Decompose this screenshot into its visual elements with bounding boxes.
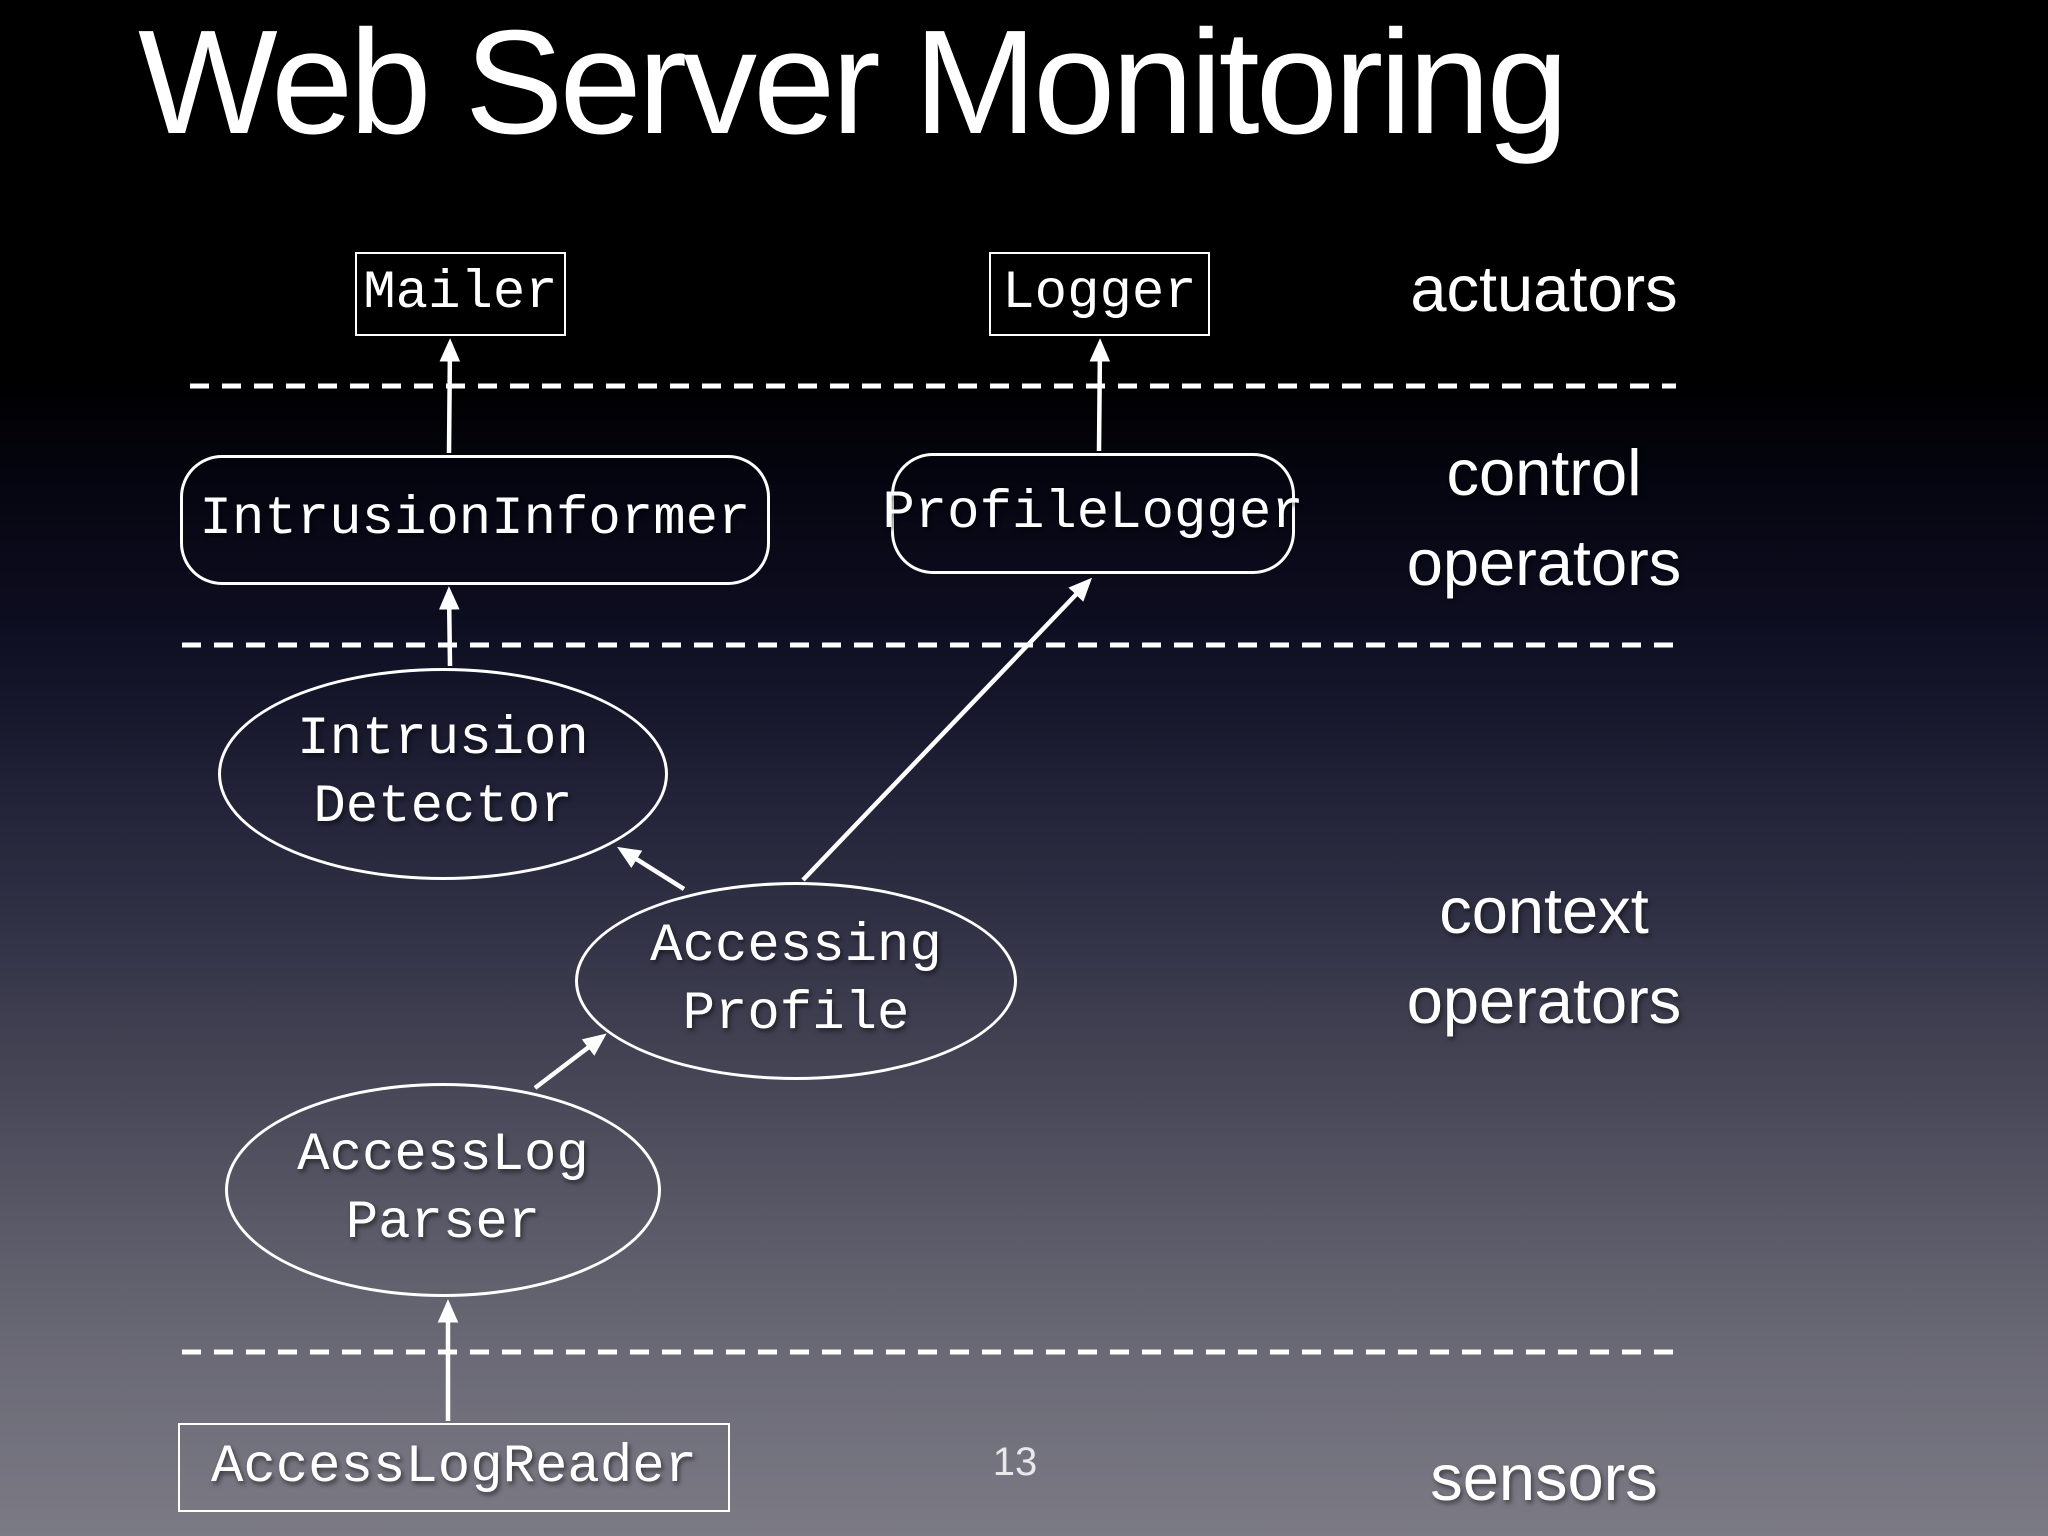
node-profile-logger: ProfileLogger bbox=[882, 453, 1304, 574]
node-mailer: Mailer bbox=[355, 252, 566, 336]
layer-label-sensors: sensors bbox=[1374, 1433, 1714, 1523]
node-accessing-profile: Accessing Profile bbox=[575, 882, 1017, 1080]
node-intrusion-detector-label-line2: Detector bbox=[313, 777, 573, 838]
node-accessing-profile-label-line2: Profile bbox=[682, 984, 910, 1045]
node-profile-logger-label: ProfileLogger bbox=[882, 482, 1304, 544]
node-logger: Logger bbox=[989, 252, 1210, 336]
node-intrusion-detector: Intrusion Detector bbox=[218, 668, 668, 880]
node-logger-label: Logger bbox=[1002, 263, 1197, 324]
edge-profilelogger-to-logger bbox=[1089, 338, 1111, 452]
layer-label-control-line2: operators bbox=[1406, 526, 1682, 599]
node-accesslog-parser-label-line2: Parser bbox=[345, 1193, 541, 1254]
node-accesslog-parser-label-line1: AccessLog bbox=[297, 1125, 589, 1186]
layer-label-control-line1: control bbox=[1446, 436, 1642, 509]
layer-label-context-operators: context operators bbox=[1374, 866, 1714, 1046]
layer-label-sensors-text: sensors bbox=[1430, 1441, 1658, 1514]
node-intrusion-informer: IntrusionInformer bbox=[180, 455, 770, 585]
node-mailer-label: Mailer bbox=[363, 263, 558, 324]
node-intrusion-informer-label: IntrusionInformer bbox=[199, 489, 751, 550]
node-accesslog-reader-label: AccessLogReader bbox=[210, 1436, 698, 1498]
edge-accesslogparser-to-accessingprofile bbox=[533, 1033, 607, 1090]
edge-accessingprofile-to-intrusiondetector bbox=[617, 846, 686, 891]
layer-label-context-line2: operators bbox=[1406, 964, 1682, 1037]
node-accesslog-parser: AccessLog Parser bbox=[225, 1083, 661, 1297]
layer-label-context-line1: context bbox=[1439, 874, 1649, 947]
node-accessing-profile-label-line1: Accessing bbox=[650, 916, 942, 977]
page-number: 13 bbox=[992, 1440, 1038, 1484]
node-accesslog-reader: AccessLogReader bbox=[178, 1423, 730, 1512]
slide-title: Web Server Monitoring bbox=[138, 0, 1569, 165]
node-intrusion-detector-label-line1: Intrusion bbox=[297, 709, 589, 770]
edge-intrusiondetector-to-intrusioninformer bbox=[438, 586, 460, 667]
layer-label-actuators: actuators bbox=[1374, 244, 1714, 334]
edge-intrusioninformer-to-mailer bbox=[439, 338, 461, 454]
layer-label-control-operators: control operators bbox=[1374, 428, 1714, 608]
edge-accessingprofile-to-profilelogger bbox=[801, 577, 1093, 882]
layer-label-actuators-text: actuators bbox=[1410, 252, 1678, 325]
